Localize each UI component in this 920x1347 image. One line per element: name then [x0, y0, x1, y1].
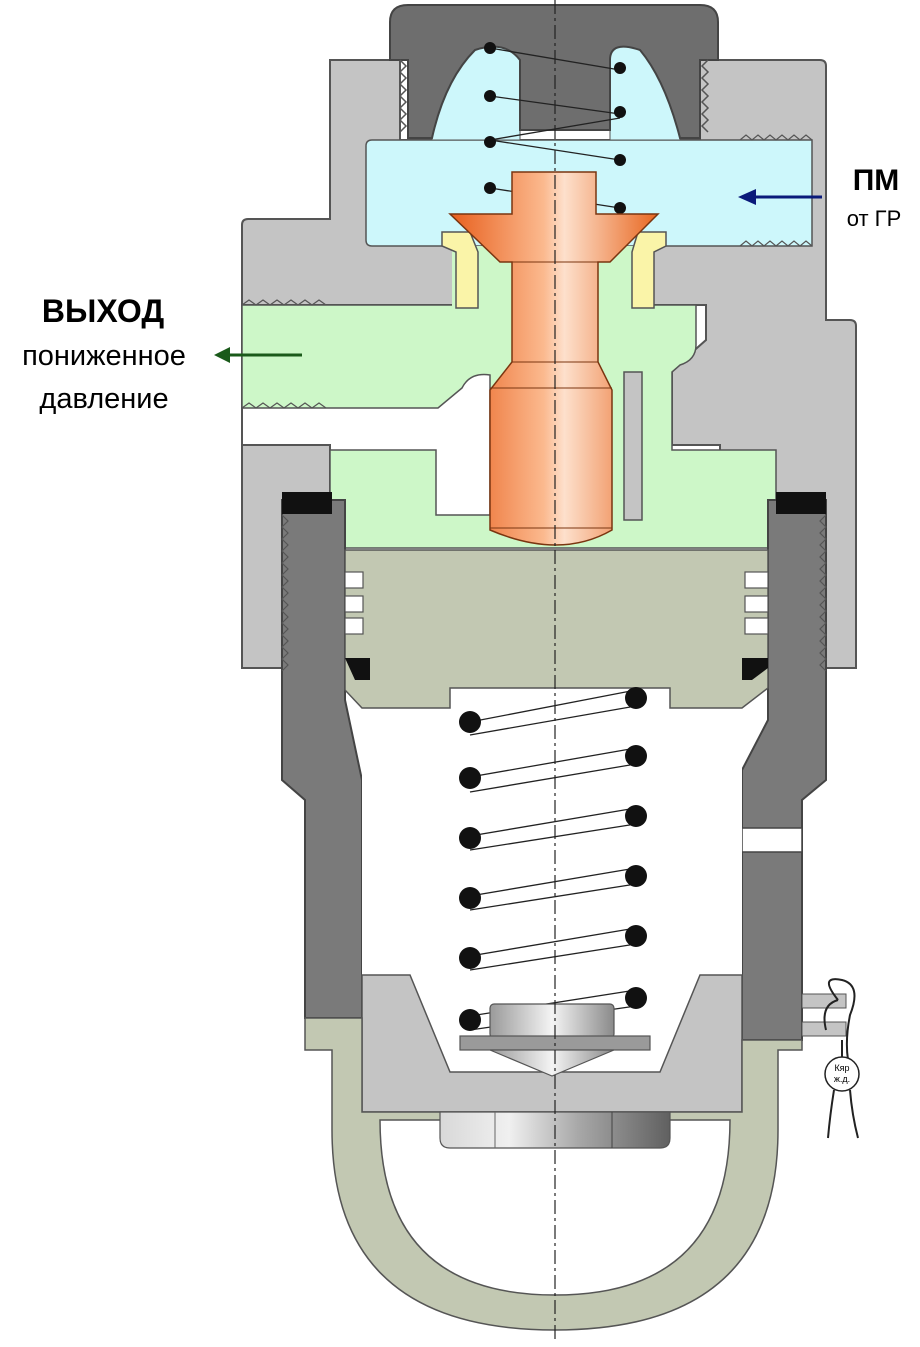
seal-tag-text-2: ж.д.	[834, 1074, 850, 1084]
seal-wire	[801, 978, 859, 1139]
sleeve-black-right	[776, 492, 826, 514]
seal-tag	[824, 1056, 860, 1092]
sleeve-thread-left	[281, 514, 289, 672]
piston-grooves	[344, 571, 769, 635]
inlet-thread-top	[739, 134, 813, 141]
upper-spring-coils	[484, 42, 626, 214]
sleeve-window	[741, 827, 803, 853]
piston-seal-right	[742, 658, 768, 680]
outlet-arrow	[214, 347, 302, 363]
cap-thread-right	[700, 59, 710, 133]
upper-cap	[389, 4, 719, 139]
outlet-thread-bottom	[241, 402, 327, 409]
outlet-title: ВЫХОД	[42, 293, 164, 329]
spring-plate-cone	[489, 1049, 615, 1077]
piston	[344, 549, 769, 709]
inlet-thread-bottom	[739, 240, 813, 247]
valve-stem	[448, 171, 660, 546]
outlet-line-1: пониженное	[22, 340, 186, 372]
outlet-thread-top	[241, 299, 327, 306]
sleeve-black-left	[282, 492, 332, 514]
spring-plate	[489, 1003, 615, 1039]
inlet-arrow	[738, 189, 822, 205]
valve-seat-right	[631, 231, 667, 309]
spring-chamber	[362, 710, 742, 975]
main-spring-coils	[459, 687, 647, 1031]
seal-tag-text-1: Кяр	[834, 1063, 849, 1073]
sleeve-thread-right	[819, 514, 827, 672]
piston-seal-left	[345, 658, 370, 680]
cap-thread-left	[398, 59, 408, 133]
guide-strip	[623, 371, 643, 521]
inlet-subtitle: от ГР	[847, 206, 902, 231]
inlet-title: ПМ	[853, 164, 900, 197]
outlet-line-2: давление	[39, 383, 168, 415]
